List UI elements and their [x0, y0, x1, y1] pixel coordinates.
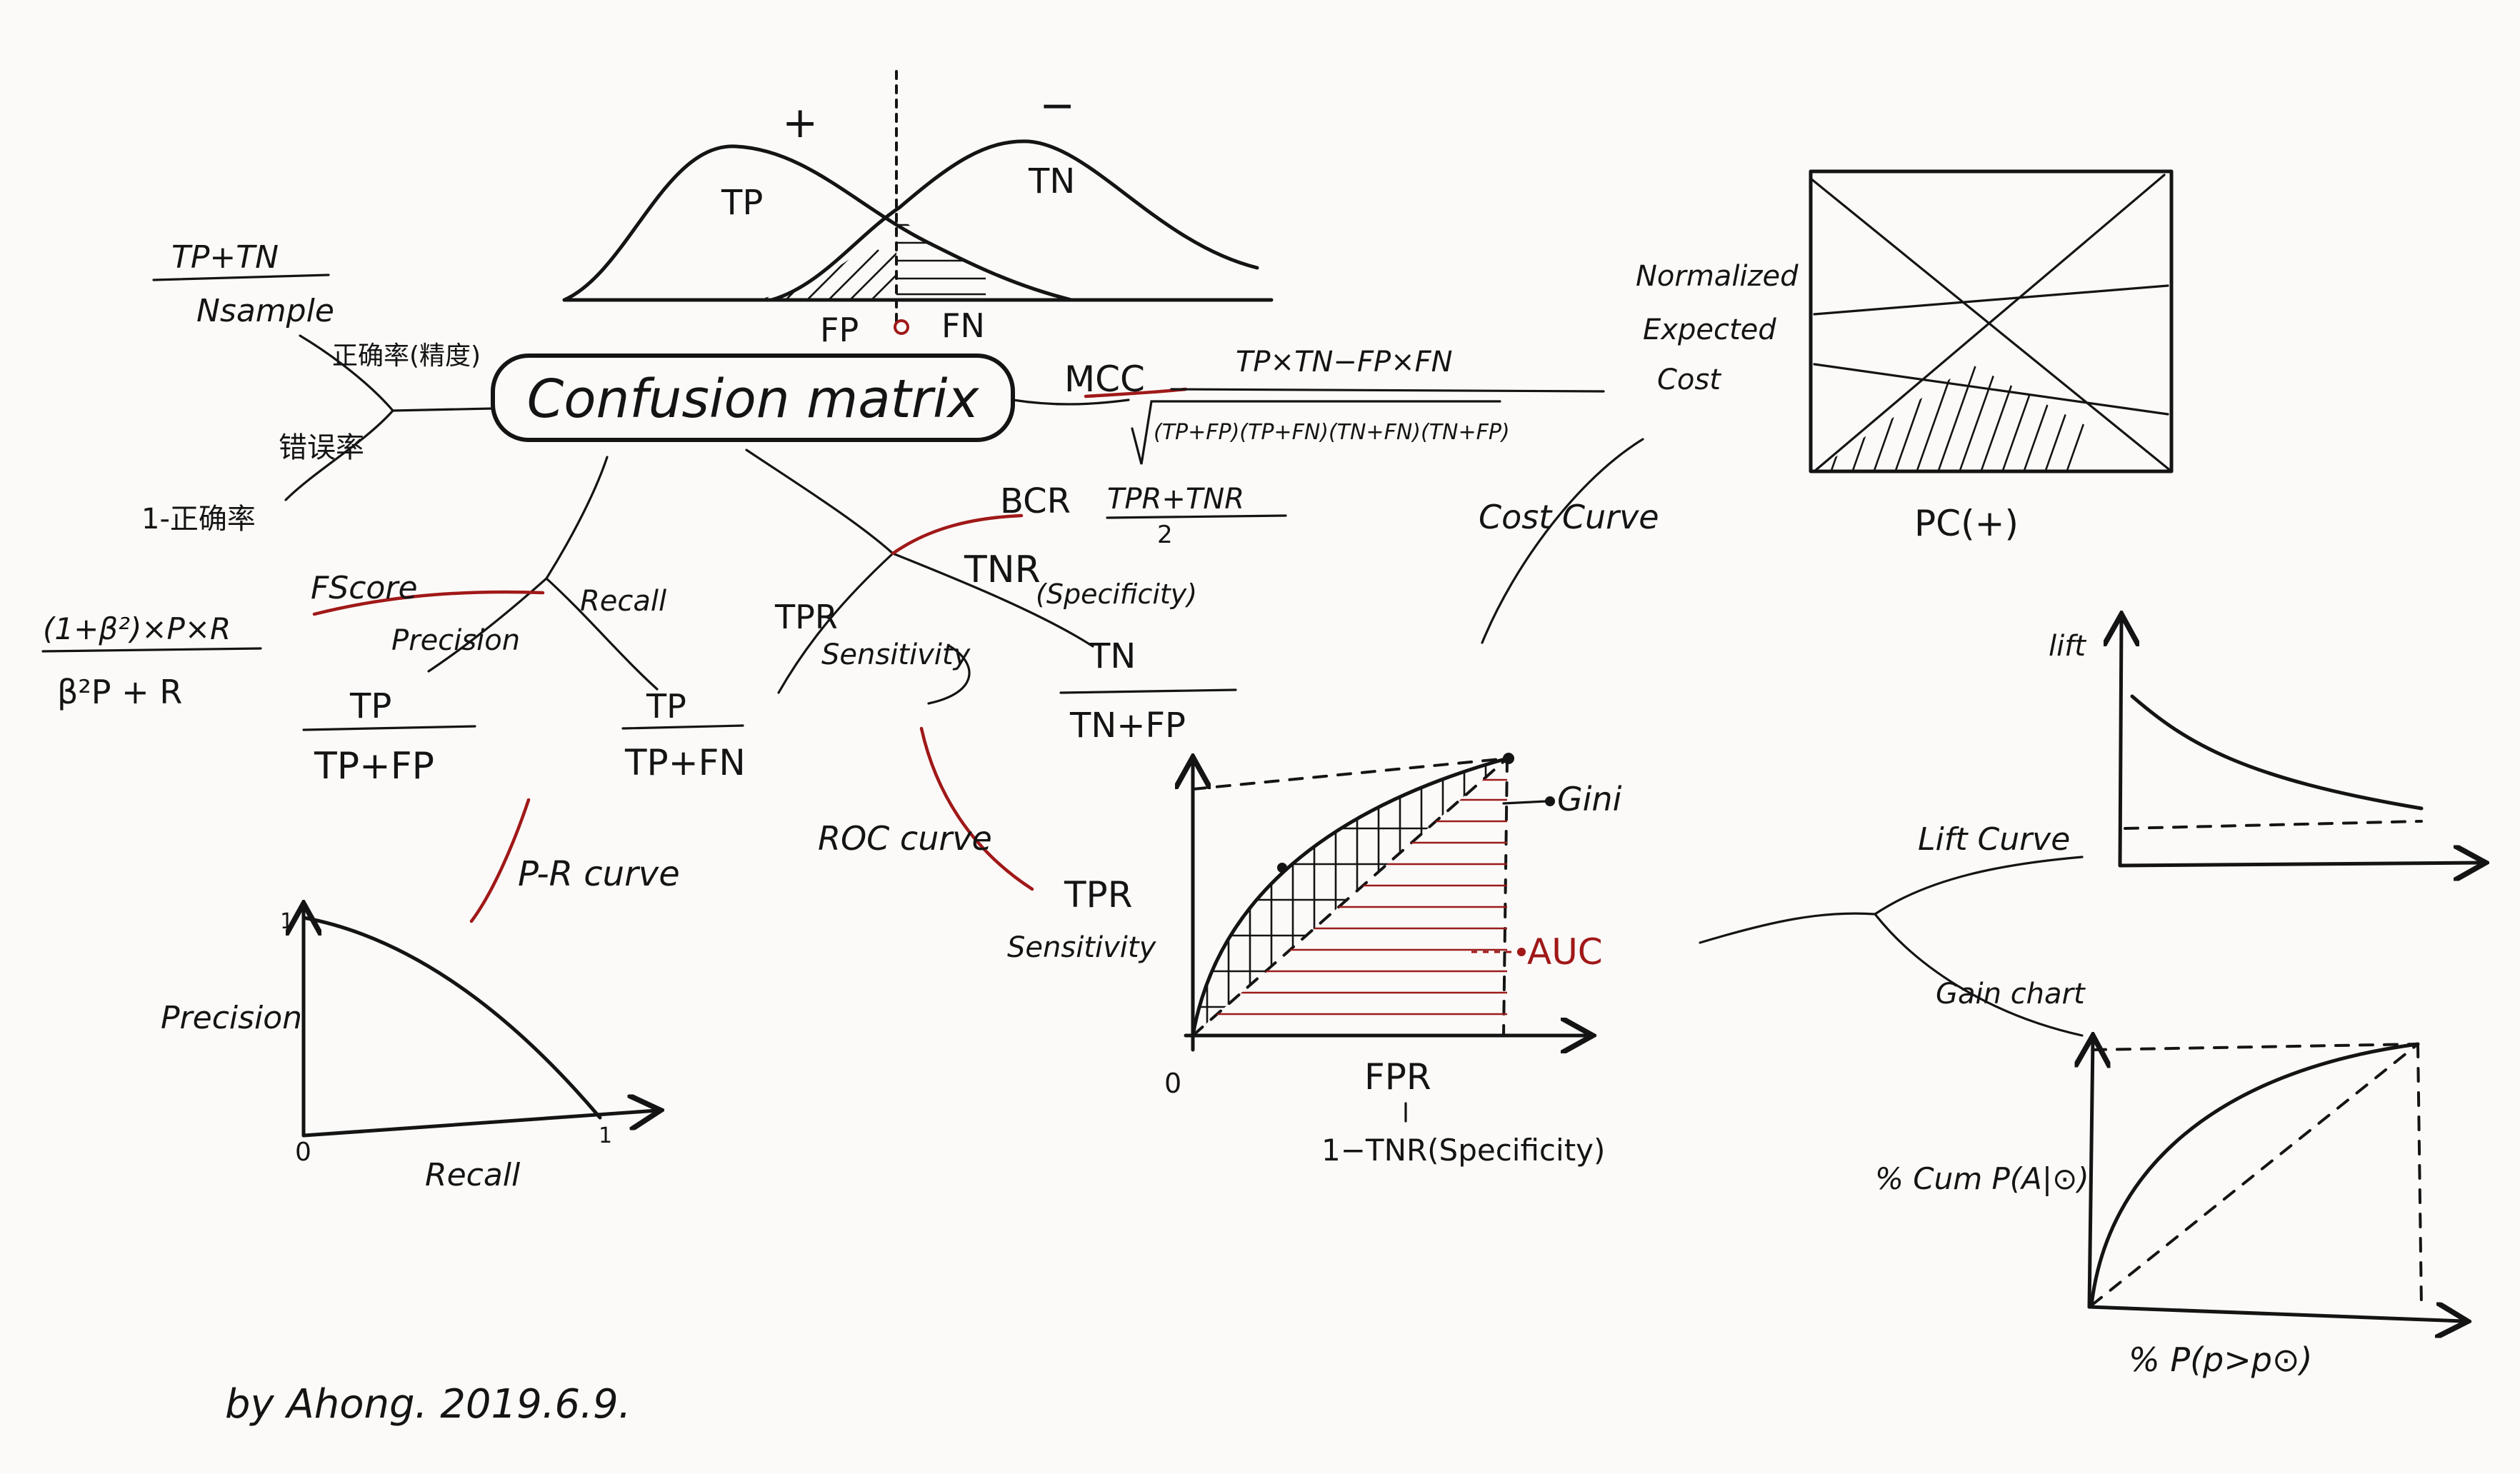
roc-ylabel-top: TPR	[1064, 874, 1132, 916]
accuracy-branch: TP+TN Nsample 正确率(精度) 错误率 1-正确率	[141, 239, 493, 536]
lift-curve-chart: Lift Curve lift	[1918, 618, 2482, 866]
gain-ylabel: % Cum P(A|⊙)	[1875, 1161, 2089, 1196]
accuracy-numerator: TP+TN	[171, 239, 279, 276]
precision-denominator: TP+FP	[314, 745, 434, 788]
roc-xlabel-sub: 1−TNR(Specificity)	[1321, 1133, 1605, 1168]
cost-ylabel-1: Normalized	[1636, 260, 1799, 293]
pr-tick-one-x: 1	[599, 1123, 612, 1148]
recall-label: Recall	[580, 585, 666, 618]
recall-numerator: TP	[646, 687, 686, 726]
bcr-numerator: TPR+TNR	[1107, 483, 1244, 516]
roc-xlabel: FPR	[1364, 1056, 1431, 1098]
mcc-denominator: (TP+FP)(TP+FN)(TN+FN)(TN+FP)	[1154, 420, 1510, 445]
roc-curve-chart: ROC curve	[818, 728, 1622, 1168]
cost-curve-chart: Cost Curve Normalized Expected Cost PC(+…	[1479, 171, 2171, 643]
cost-curve-label: Cost Curve	[1479, 498, 1659, 536]
precision-numerator: TP	[349, 686, 391, 726]
cost-ylabel-2: Expected	[1643, 314, 1776, 346]
gain-chart-label: Gain chart	[1936, 978, 2086, 1011]
class-distributions: + − TP TN FP FN	[564, 71, 1271, 349]
gain-chart: Gain chart % Cum P(A|⊙) % P(p>p⊙)	[1875, 978, 2464, 1379]
fscore-numerator: (1+β²)×P×R	[43, 611, 231, 646]
bcr-denominator: 2	[1157, 521, 1173, 549]
minus-sign: −	[1039, 81, 1075, 131]
accuracy-denominator: Nsample	[196, 293, 334, 329]
error-label: 错误率	[279, 431, 364, 464]
pr-origin: 0	[295, 1138, 311, 1167]
rates-branch: BCR TPR+TNR 2 TPR Sensitivity TNR (Speci…	[746, 450, 1286, 746]
author-signature: by Ahong. 2019.6.9.	[225, 1381, 631, 1428]
mcc-label: MCC	[1064, 359, 1145, 400]
tpr-sub: Sensitivity	[821, 638, 971, 671]
error-formula: 1-正确率	[141, 503, 256, 536]
accuracy-label: 正确率(精度)	[332, 341, 481, 371]
pr-curve-chart: P-R curve Precision Recall 0 1 1	[161, 800, 680, 1193]
mcc-numerator: TP×TN−FP×FN	[1236, 346, 1453, 378]
pr-tick-one-y: 1	[280, 909, 294, 934]
roc-origin: 0	[1164, 1068, 1181, 1099]
cost-ylabel-3: Cost	[1657, 364, 1721, 396]
gain-xlabel: % P(p>p⊙)	[2129, 1340, 2312, 1379]
fp-label: FP	[820, 311, 859, 349]
roc-ylabel-bottom: Sensitivity	[1007, 931, 1157, 964]
lift-curve-label: Lift Curve	[1918, 821, 2070, 858]
fscore-denominator: β²P + R	[57, 673, 182, 711]
tp-dist-label: TP	[721, 183, 763, 223]
tnr-label: TNR	[964, 548, 1041, 591]
auc-label: AUC	[1527, 931, 1603, 973]
tnr-numerator: TN	[1089, 636, 1136, 676]
fscore-label: FScore	[311, 570, 418, 606]
lift-ylabel: lift	[2049, 630, 2086, 663]
tnr-sub: (Specificity)	[1036, 578, 1197, 610]
recall-denominator: TP+FN	[624, 742, 746, 783]
plus-sign: +	[782, 98, 818, 148]
roc-curve-label: ROC curve	[818, 819, 992, 858]
bcr-label: BCR	[1000, 481, 1071, 521]
center-title: Confusion matrix	[527, 368, 980, 430]
pr-ylabel: Precision	[161, 1000, 302, 1036]
confusion-matrix-node[interactable]: Confusion matrix	[493, 356, 1013, 440]
cost-xlabel: PC(+)	[1914, 503, 2019, 544]
tn-dist-label: TN	[1028, 161, 1075, 201]
tpr-label: TPR	[774, 598, 838, 636]
pr-xlabel: Recall	[425, 1157, 521, 1193]
pr-curve-label: P-R curve	[518, 854, 680, 894]
tnr-denominator: TN+FP	[1069, 706, 1186, 746]
mcc-branch: MCC TP×TN−FP×FN (TP+FP)(TP+FN)(TN+FN)(TN…	[1013, 346, 1604, 464]
precision-label: Precision	[391, 624, 520, 657]
fn-label: FN	[941, 306, 985, 345]
gini-label: Gini	[1557, 780, 1622, 818]
